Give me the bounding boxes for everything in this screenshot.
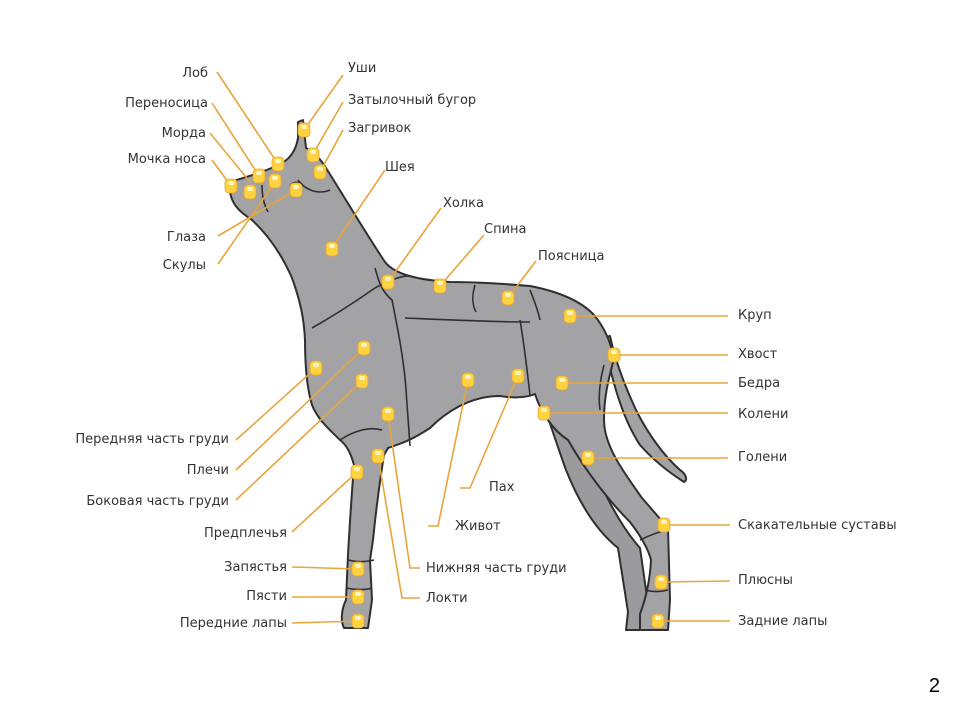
marker-belly [461,372,475,388]
marker-forearms [350,464,364,480]
marker-forechest [309,360,323,376]
marker-neck [325,241,339,257]
marker-nape [313,164,327,180]
marker-nose-tip [224,178,238,194]
marker-front-paws [351,613,365,629]
marker-hind-paws [651,613,665,629]
marker-back [433,278,447,294]
marker-groin [511,368,525,384]
label-metatarsus: Плюсны [738,573,793,588]
marker-loin [501,290,515,306]
label-tail: Хвост [738,347,778,362]
label-shins: Голени [738,450,787,465]
marker-thighs [555,375,569,391]
label-belly: Живот [455,519,501,534]
marker-muzzle [243,184,257,200]
label-groin: Пах [489,480,515,495]
label-back: Спина [484,222,527,237]
marker-hocks [657,517,671,533]
labels: Лоб Переносица Морда Мочка носа Глаза Ск… [75,61,896,631]
label-nose-tip: Мочка носа [128,152,206,167]
marker-stifles [537,405,551,421]
marker-lower-chest [381,406,395,422]
label-nape: Загривок [348,121,411,136]
label-side-chest: Боковая часть груди [86,494,229,509]
label-hind-paws: Задние лапы [738,614,827,629]
page-number: 2 [928,675,940,697]
label-ears: Уши [348,61,376,76]
marker-metatarsus [654,574,668,590]
label-shoulders: Плечи [187,463,229,478]
label-hocks: Скакательные суставы [738,518,897,533]
marker-side-chest [355,373,369,389]
label-cheekbones: Скулы [163,258,206,273]
label-withers: Холка [443,196,484,211]
marker-forehead [271,156,285,172]
marker-croup [563,308,577,324]
label-nose-bridge: Переносица [125,96,208,111]
marker-shins [581,450,595,466]
marker-tail [607,347,621,363]
marker-withers [381,274,395,290]
marker-elbows [371,448,385,464]
label-occiput: Затылочный бугор [348,93,476,108]
label-forechest: Передняя часть груди [75,432,229,447]
marker-wrists [351,561,365,577]
label-croup: Круп [738,308,772,323]
label-forehead: Лоб [182,66,208,81]
marker-shoulders [357,340,371,356]
marker-ears [297,122,311,138]
label-neck: Шея [385,160,415,175]
label-front-paws: Передние лапы [180,616,287,631]
label-muzzle: Морда [162,126,206,141]
markers [224,122,671,629]
label-forearms: Предплечья [204,526,287,541]
label-loin: Поясница [538,249,604,264]
marker-cheekbones [268,173,282,189]
marker-pasterns [351,589,365,605]
label-lower-chest: Нижняя часть груди [426,561,567,576]
marker-occiput [306,147,320,163]
marker-eyes [289,182,303,198]
marker-nose-bridge [252,168,266,184]
label-elbows: Локти [426,591,468,606]
label-thighs: Бедра [738,376,780,391]
label-eyes: Глаза [167,230,206,245]
dog-body [227,119,671,631]
label-pasterns: Пясти [246,589,287,604]
label-stifles: Колени [738,407,788,422]
label-wrists: Запястья [224,560,287,575]
